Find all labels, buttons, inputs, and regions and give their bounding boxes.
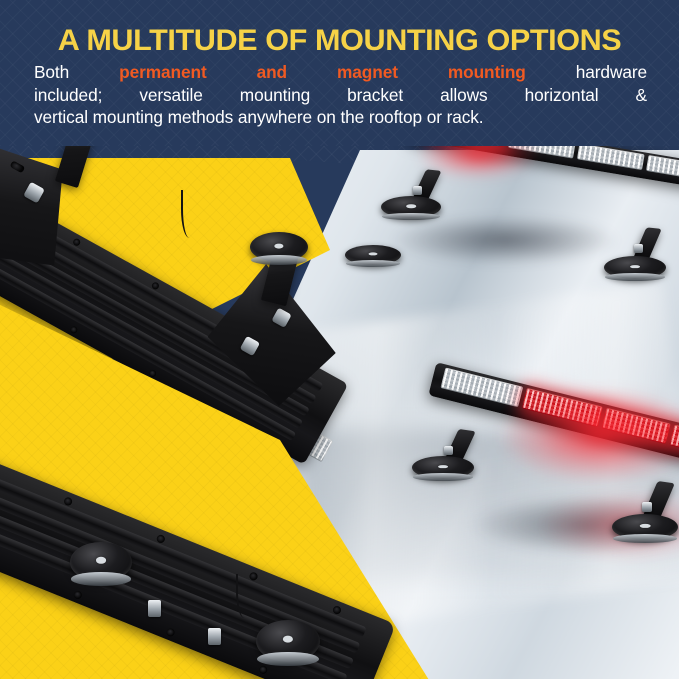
description-line-2: included; versatile mounting bracket all… [34,84,647,105]
magnet-puck-top-right-b [604,256,666,282]
header-description: Both permanent and magnet mounting hardw… [34,61,647,129]
magnet-puck-top-left-b [250,232,308,265]
page-title: A MULTITUDE OF MOUNTING OPTIONS [57,24,622,57]
product-photo-stage [0,130,679,679]
description-line-1: Both permanent and magnet mounting hardw… [34,61,647,84]
magnet-puck-top-right-a [381,196,441,221]
bolt-bottom-left-b [208,628,221,645]
header-banner: A MULTITUDE OF MOUNTING OPTIONS Both per… [0,0,679,146]
loose-magnet-puck [345,245,401,267]
magnet-puck-bottom-right-a [412,456,474,482]
magnet-puck-bottom-left-a [70,542,132,586]
antenna-wire-bottom [236,574,250,618]
bolt-top-right-b [634,244,643,253]
bolt-bottom-right-a [444,446,453,455]
description-highlight: permanent and magnet mounting [119,62,526,82]
antenna-wire-top [181,190,195,238]
magnet-puck-bottom-right-b [612,514,678,543]
magnet-puck-bottom-left-b [256,620,320,667]
bolt-top-right-a [413,186,422,195]
description-line-3: vertical mounting methods anywhere on th… [34,107,484,128]
header-texture-pattern [0,0,679,146]
bolt-bottom-left-a [148,600,161,617]
bolt-bottom-right-b [642,502,652,512]
description-text-post: hardware [525,62,648,82]
description-text-pre: Both [34,62,120,82]
